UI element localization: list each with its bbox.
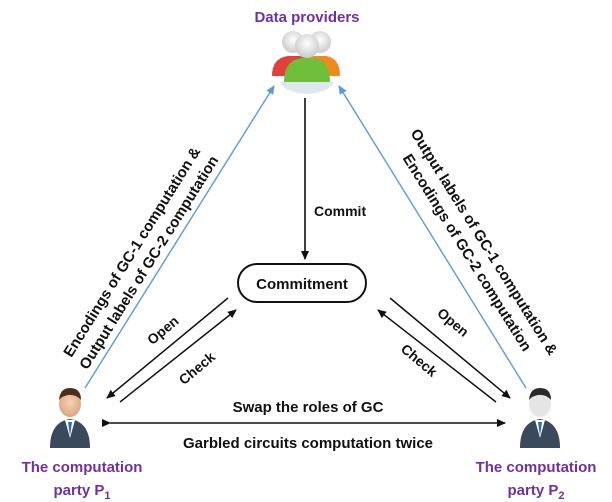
right-blue-arrow <box>338 85 527 389</box>
businessman-icon <box>520 388 560 448</box>
open-left-arrow <box>106 297 229 399</box>
data-providers-label: Data providers <box>254 9 359 26</box>
commitment-label: Commitment <box>256 276 348 293</box>
commitment-box <box>237 263 367 303</box>
party2-label-line1: The computation <box>476 459 597 476</box>
party1-subscript: 1 <box>104 490 110 502</box>
people-group-icon <box>272 31 340 94</box>
check-left-arrow <box>119 309 237 403</box>
commit-label: Commit <box>314 203 366 219</box>
businessman-icon <box>50 388 90 448</box>
party1-label-line2: party P1 <box>54 482 111 502</box>
open-right-arrow <box>389 297 511 399</box>
right-edge-label-line1: Output labels of GC-1 computation & <box>407 126 561 358</box>
check-right-arrow <box>377 309 497 403</box>
check-left-label: Check <box>176 348 219 387</box>
check-right-label: Check <box>398 341 441 380</box>
left-edge-label-line1: Encodings of GC-1 computation & <box>60 144 204 360</box>
party1-label-line1: The computation <box>22 459 143 476</box>
party2-subscript: 2 <box>558 490 564 502</box>
open-right-label: Open <box>434 305 472 340</box>
garbled-label: Garbled circuits computation twice <box>183 435 433 452</box>
swap-label: Swap the roles of GC <box>233 399 384 416</box>
left-blue-arrow <box>84 85 275 389</box>
party1-name: party P <box>54 482 105 499</box>
open-left-label: Open <box>144 313 182 348</box>
party2-label-line2: party P2 <box>508 482 565 502</box>
party2-name: party P <box>508 482 559 499</box>
